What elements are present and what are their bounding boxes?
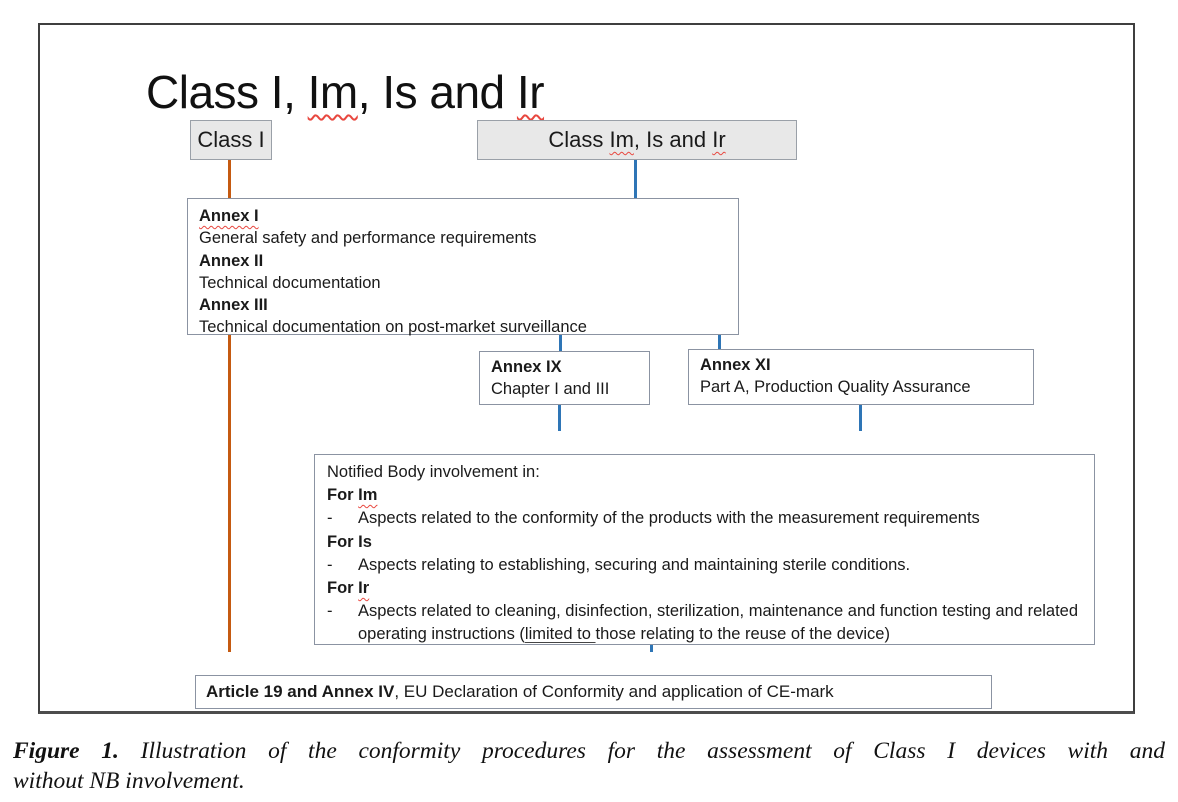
annex-xi-heading: Annex XI (700, 356, 771, 374)
connector-class-im-to-annex-req (634, 160, 637, 198)
declaration-text: Article 19 and Annex IV, EU Declaration … (206, 682, 834, 702)
node-class-i-label: Class I (197, 127, 265, 152)
caption-line2: without NB involvement. (13, 768, 245, 794)
nb-ir-bullet-text: Aspects related to cleaning, disinfectio… (358, 600, 1082, 646)
annex3-heading: Annex III (199, 296, 268, 315)
connector-annex-ix-to-nb (558, 405, 561, 431)
nb-is-bullet: - Aspects relating to establishing, secu… (327, 554, 1082, 577)
bullet-dash: - (327, 509, 333, 528)
node-declaration: Article 19 and Annex IV, EU Declaration … (195, 675, 992, 709)
annex1-heading: Annex I (199, 205, 727, 227)
caption-line1: Figure 1. Illustration of the conformity… (13, 736, 1165, 766)
declaration-bold: Article 19 and Annex IV (206, 682, 395, 701)
for-ir-word: Ir (358, 579, 370, 598)
connector-annex-xi-to-nb (859, 405, 862, 431)
nb-im-bullet: - Aspects related to the conformity of t… (327, 507, 1082, 530)
annex3-text: Technical documentation on post-market s… (199, 318, 587, 337)
nb-for-is: For Is (327, 532, 372, 551)
class-im-pre: Class (548, 127, 610, 152)
nb-ir-bullet: - Aspects related to cleaning, disinfect… (327, 600, 1082, 646)
title-ir-misspelled: Ir (516, 66, 545, 118)
annex2-text: Technical documentation (199, 273, 381, 292)
declaration-rest: , EU Declaration of Conformity and appli… (394, 682, 834, 701)
node-class-im-label: Class Im, Is and Ir (548, 127, 725, 153)
nb-for-im: For Im (327, 484, 1082, 507)
ir-bullet-underlined: limited to (524, 625, 596, 644)
connector-class-i-to-declaration (228, 335, 231, 652)
caption-label: Figure 1. (13, 738, 119, 764)
bullet-dash: - (327, 555, 333, 574)
annex2-heading: Annex II (199, 251, 264, 270)
caption-line1-text: Illustration of the conformity procedure… (118, 738, 1165, 764)
title-text-mid: , Is and (357, 66, 517, 118)
connector-annex-req-to-annex-xi (718, 335, 721, 349)
node-annex-xi: Annex XI Part A, Production Quality Assu… (688, 349, 1034, 405)
annex1-heading-text: Annex I (199, 207, 259, 225)
annex-xi-text: Part A, Production Quality Assurance (700, 378, 971, 396)
node-class-im-is-ir: Class Im, Is and Ir (477, 120, 797, 160)
diagram-title: Class I, Im, Is and Ir (146, 65, 545, 119)
figure-frame: Class I, Im, Is and Ir Class I Class Im,… (38, 23, 1135, 714)
for-im-word: Im (358, 486, 378, 505)
node-class-i: Class I (190, 120, 272, 160)
connector-class-i-down (228, 160, 231, 198)
title-text: Class I, (146, 66, 308, 118)
ir-bullet-pre: Aspects related to cleaning, disinfectio… (358, 602, 1079, 644)
nb-for-ir: For Ir (327, 577, 1082, 600)
bullet-dash: - (327, 602, 333, 621)
nb-im-bullet-text: Aspects related to the conformity of the… (358, 509, 980, 528)
for-ir-pre: For (327, 579, 359, 598)
class-ir-misspelled: Ir (712, 127, 726, 152)
nb-is-bullet-text: Aspects relating to establishing, securi… (358, 555, 911, 574)
ir-bullet-post: those relating to the reuse of the devic… (595, 625, 890, 644)
for-im-pre: For (327, 486, 359, 505)
class-im-misspelled: Im (609, 127, 634, 152)
node-annex-requirements: Annex I General safety and performance r… (187, 198, 739, 337)
annex-ix-heading: Annex IX (491, 358, 562, 376)
annex1-text: General safety and performance requireme… (199, 229, 537, 248)
title-im-misspelled: Im (307, 66, 359, 118)
annex-ix-text: Chapter I and III (491, 380, 610, 398)
nb-heading: Notified Body involvement in: (327, 463, 540, 481)
node-notified-body: Notified Body involvement in: For Im - A… (314, 454, 1095, 645)
class-im-mid: , Is and (633, 127, 713, 152)
node-annex-ix: Annex IX Chapter I and III (479, 351, 650, 405)
figure-caption: Figure 1. Illustration of the conformity… (13, 736, 1165, 796)
connector-annex-req-to-annex-ix (559, 335, 562, 351)
